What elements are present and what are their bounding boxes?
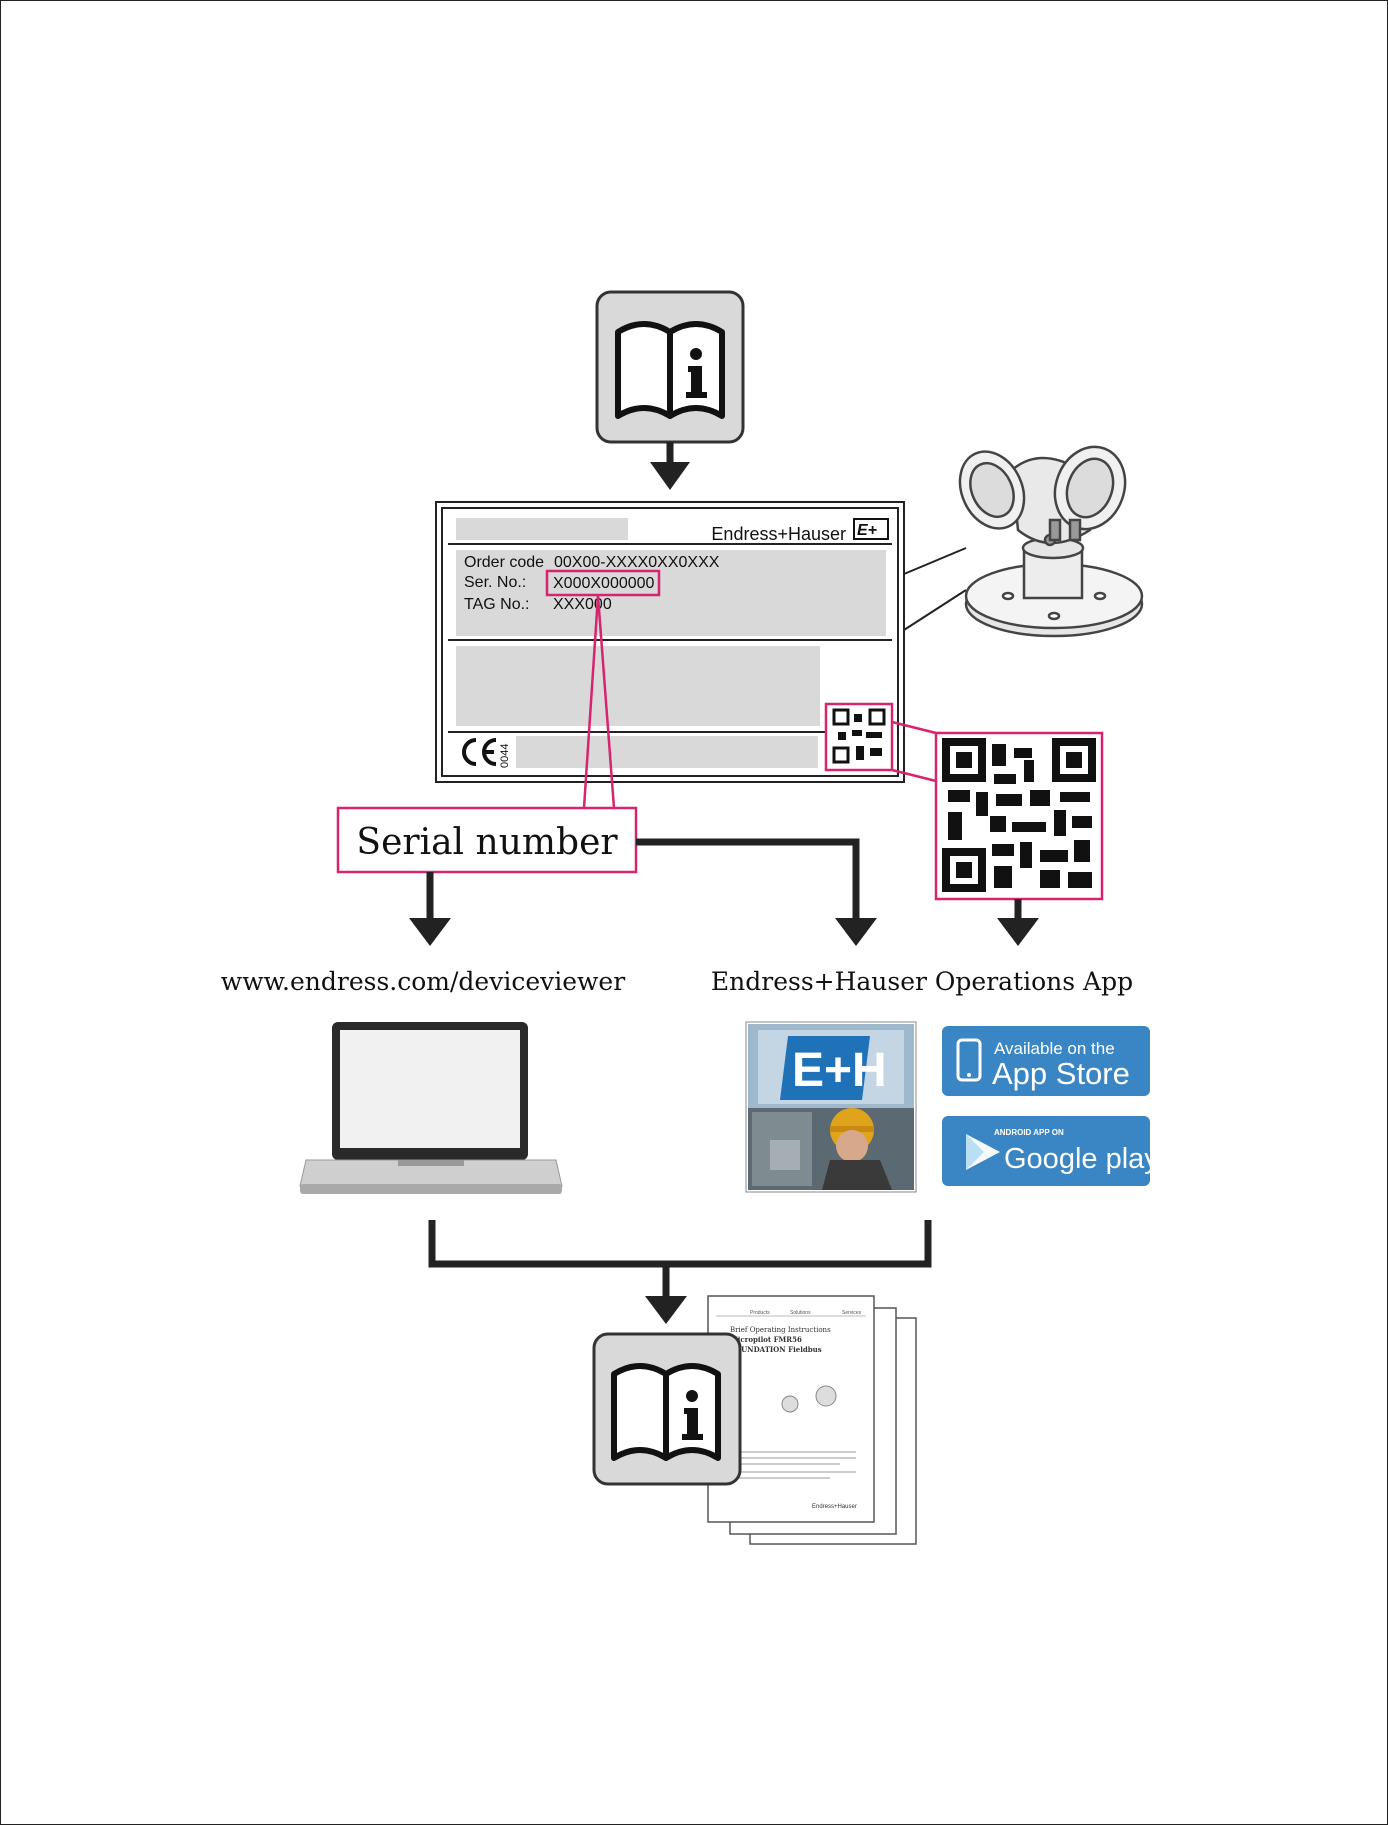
- google-play-big-text: Google play: [1004, 1143, 1159, 1175]
- manual-icon-bottom: [592, 1332, 742, 1486]
- arrow-down-manual: [645, 1296, 687, 1324]
- flow-arrows-bottom: [428, 1220, 932, 1302]
- doc-title-1: Brief Operating Instructions: [730, 1326, 831, 1334]
- laptop-icon: [299, 1022, 563, 1194]
- ce-mark: [462, 738, 497, 766]
- order-code-label: Order code: [464, 554, 544, 571]
- serial-leader-right: [596, 595, 616, 809]
- ce-number: 0044: [499, 744, 511, 768]
- doc-footer-brand: Endress+Hauser: [812, 1504, 857, 1510]
- serial-highlight: [545, 569, 661, 597]
- arrow-down-1: [650, 442, 690, 490]
- doc-header-products: Products: [750, 1310, 770, 1316]
- svg-text:E+H: E+H: [792, 1044, 887, 1097]
- serial-number-box: [336, 806, 638, 874]
- doc-title-3: FOUNDATION Fieldbus: [730, 1345, 822, 1354]
- doc-header-services: Services: [842, 1310, 862, 1316]
- google-play-small-text: ANDROID APP ON: [994, 1128, 1064, 1137]
- web-label: www.endress.com/deviceviewer: [221, 967, 625, 996]
- svg-text:E+: E+: [857, 522, 877, 539]
- arrow-down-qr: [997, 918, 1039, 946]
- doc-title-2: Micropilot FMR56: [730, 1335, 802, 1344]
- app-tile: E+H: [745, 1021, 917, 1193]
- app-store-big-text: App Store: [992, 1056, 1130, 1091]
- app-store-badge[interactable]: [942, 1026, 1150, 1096]
- device-leader-top: [903, 547, 967, 575]
- serial-value: X000X000000: [553, 575, 655, 592]
- google-play-badge[interactable]: [942, 1116, 1150, 1186]
- qr-code-small: [824, 702, 894, 772]
- device-drawing: [958, 445, 1144, 638]
- app-label: Endress+Hauser Operations App: [711, 967, 1133, 996]
- tag-value: XXX000: [553, 596, 612, 613]
- serial-label: Ser. No.:: [464, 574, 526, 591]
- nameplate-brand: Endress+Hauser: [711, 524, 846, 544]
- serial-number-label: Serial number: [356, 822, 618, 863]
- order-code-value: 00X00-XXXX0XX0XXX: [554, 554, 720, 571]
- device-leader-bottom: [903, 589, 967, 631]
- arrow-down-app: [835, 918, 877, 946]
- tag-label: TAG No.:: [464, 596, 530, 613]
- doc-header-solutions: Solutions: [790, 1310, 811, 1316]
- serial-leader-left: [582, 595, 600, 809]
- app-store-small-text: Available on the: [994, 1039, 1115, 1058]
- arrow-down-web: [409, 918, 451, 946]
- manual-icon-top: [595, 290, 745, 444]
- qr-code-large: [891, 720, 1104, 901]
